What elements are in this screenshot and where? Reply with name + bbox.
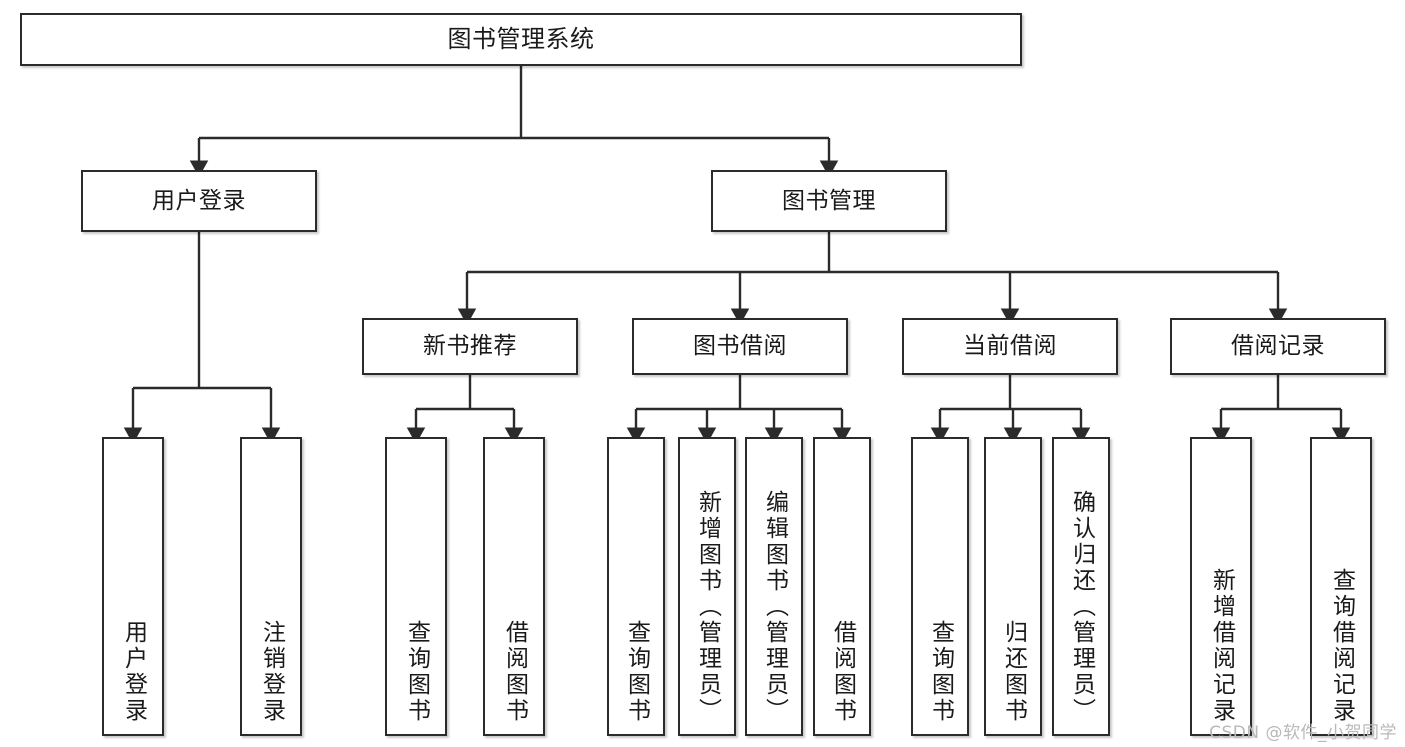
node-label: 查询图书: [403, 620, 430, 724]
node-leaf-add-record[interactable]: 新增借阅记录: [1190, 437, 1252, 736]
node-user-login[interactable]: 用户登录: [81, 170, 317, 232]
node-label: 图书借阅: [693, 333, 787, 360]
node-leaf-query-book-rec[interactable]: 查询图书: [385, 437, 447, 736]
node-label: 确认归还（管理员）: [1068, 490, 1095, 724]
node-leaf-query-book-borrow[interactable]: 查询图书: [607, 437, 665, 736]
node-label: 用户登录: [152, 187, 246, 214]
node-label: 编辑图书（管理员）: [761, 490, 788, 724]
node-leaf-borrow-book-rec[interactable]: 借阅图书: [483, 437, 545, 736]
node-borrow-record[interactable]: 借阅记录: [1170, 318, 1386, 375]
node-new-book-recommend[interactable]: 新书推荐: [362, 318, 578, 375]
node-leaf-return-book[interactable]: 归还图书: [984, 437, 1042, 736]
node-leaf-confirm-return[interactable]: 确认归还（管理员）: [1052, 437, 1110, 736]
node-label: 注销登录: [258, 620, 285, 724]
node-label: 新增图书（管理员）: [694, 490, 721, 724]
node-root-system[interactable]: 图书管理系统: [20, 13, 1022, 66]
node-label: 图书管理系统: [447, 24, 595, 53]
node-leaf-query-record[interactable]: 查询借阅记录: [1310, 437, 1372, 736]
node-label: 用户登录: [120, 620, 147, 724]
node-book-manage[interactable]: 图书管理: [711, 170, 947, 232]
node-leaf-query-book-cur[interactable]: 查询图书: [911, 437, 969, 736]
node-label: 借阅图书: [501, 620, 528, 724]
node-label: 图书管理: [782, 187, 876, 214]
node-label: 查询图书: [927, 620, 954, 724]
node-leaf-logout[interactable]: 注销登录: [240, 437, 302, 736]
node-label: 查询图书: [623, 620, 650, 724]
node-leaf-borrow-book[interactable]: 借阅图书: [813, 437, 871, 736]
node-label: 查询借阅记录: [1328, 568, 1355, 724]
node-label: 当前借阅: [963, 333, 1057, 360]
node-label: 借阅图书: [829, 620, 856, 724]
node-label: 归还图书: [1000, 620, 1027, 724]
node-book-borrow[interactable]: 图书借阅: [632, 318, 848, 375]
node-current-borrow[interactable]: 当前借阅: [902, 318, 1118, 375]
node-label: 新书推荐: [423, 333, 517, 360]
node-label: 借阅记录: [1231, 333, 1325, 360]
node-leaf-user-login[interactable]: 用户登录: [102, 437, 164, 736]
node-leaf-add-book[interactable]: 新增图书（管理员）: [678, 437, 736, 736]
node-label: 新增借阅记录: [1208, 568, 1235, 724]
node-leaf-edit-book[interactable]: 编辑图书（管理员）: [745, 437, 803, 736]
